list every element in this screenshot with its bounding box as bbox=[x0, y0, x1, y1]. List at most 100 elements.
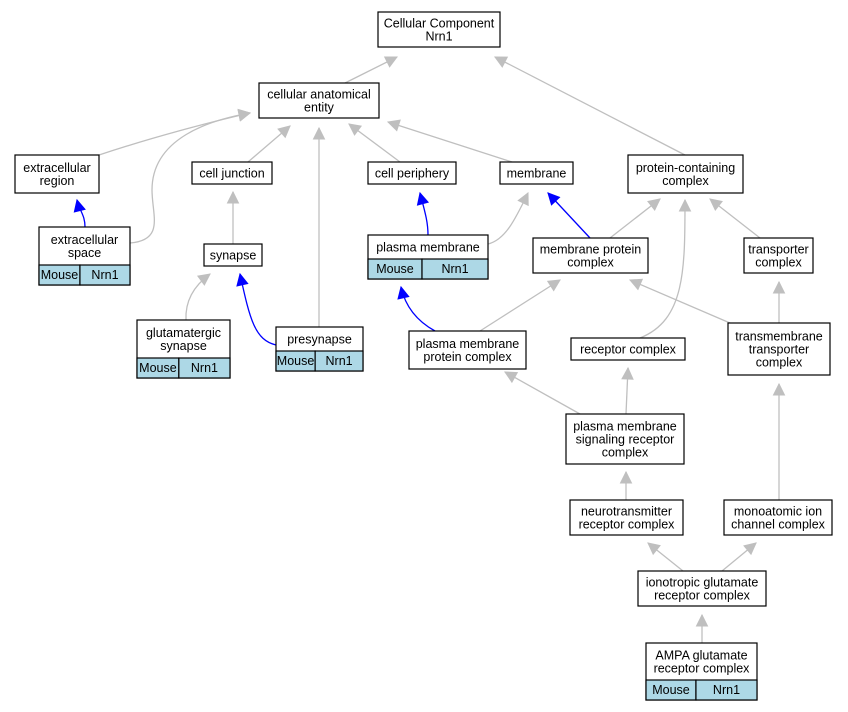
edge-line bbox=[129, 112, 251, 244]
node-cell-junction[interactable]: cell junction bbox=[191, 161, 273, 185]
edge-ntrc-to-pmsrc bbox=[619, 470, 633, 500]
arrowhead bbox=[383, 56, 399, 68]
edge-mic-to-tm-transporter bbox=[772, 382, 786, 500]
edge-line bbox=[387, 121, 513, 163]
node-label-line: cellular anatomical bbox=[267, 88, 371, 102]
edge-synapse-to-cell-junction bbox=[226, 190, 240, 244]
species-label: Mouse bbox=[139, 361, 177, 375]
gene-cell bbox=[178, 357, 231, 379]
edge-pcc-to-root bbox=[494, 56, 686, 156]
node-membrane[interactable]: membrane bbox=[499, 161, 574, 185]
arrowhead bbox=[517, 191, 529, 207]
species-label: Mouse bbox=[376, 262, 414, 276]
arrowhead bbox=[494, 56, 509, 68]
edges bbox=[73, 56, 786, 643]
edge-line bbox=[479, 279, 561, 332]
edge-line bbox=[504, 371, 581, 415]
node-label-line: transporter bbox=[749, 343, 809, 357]
edge-presynapse-to-synapse bbox=[236, 272, 277, 346]
edge-tm-transporter-to-mpc bbox=[628, 278, 731, 324]
node-box bbox=[532, 237, 649, 274]
node-label-line: entity bbox=[304, 101, 335, 115]
node-box bbox=[637, 570, 767, 607]
arrowhead bbox=[237, 108, 252, 122]
node-synapse[interactable]: synapse bbox=[203, 243, 263, 267]
species-label: Mouse bbox=[652, 683, 690, 697]
node-label-line: Cellular Component bbox=[384, 17, 495, 31]
arrowhead bbox=[772, 382, 786, 396]
node-label-line: receptor complex bbox=[654, 589, 751, 603]
edge-receptor-to-pcc bbox=[639, 198, 692, 339]
node-box bbox=[723, 499, 833, 536]
arrowhead bbox=[628, 278, 644, 291]
edge-igrc-to-mic bbox=[721, 542, 757, 572]
edge-transporter-to-pcc bbox=[709, 198, 761, 239]
node-label-line: transporter bbox=[748, 243, 808, 257]
arrowhead bbox=[743, 542, 757, 556]
node-label-line: space bbox=[68, 246, 101, 260]
node-label-line: glutamatergic bbox=[146, 326, 221, 340]
node-label-line: plasma membrane bbox=[416, 337, 520, 351]
arrowhead bbox=[772, 280, 786, 294]
node-label-line: cell periphery bbox=[375, 167, 450, 181]
arrowhead bbox=[546, 279, 561, 292]
arrowhead bbox=[678, 198, 692, 212]
node-label-line: receptor complex bbox=[654, 662, 751, 676]
arrowhead bbox=[621, 366, 634, 380]
node-label-line: transmembrane bbox=[735, 330, 823, 344]
node-cell-periphery[interactable]: cell periphery bbox=[367, 161, 457, 185]
edge-ext-space-to-ext-region bbox=[73, 198, 86, 228]
edge-ext-region-to-cae bbox=[98, 109, 252, 156]
edge-cae-to-root bbox=[344, 56, 399, 84]
arrowhead bbox=[226, 190, 240, 204]
species-label: Mouse bbox=[277, 354, 315, 368]
node-label-line: ionotropic glutamate bbox=[646, 576, 759, 590]
node-label-line: channel complex bbox=[731, 518, 826, 532]
node-label-line: receptor complex bbox=[580, 343, 677, 357]
node-label-line: neurotransmitter bbox=[581, 505, 672, 519]
arrowhead bbox=[695, 613, 709, 627]
arrowhead bbox=[397, 285, 410, 300]
node-label-line: plasma membrane bbox=[573, 420, 677, 434]
arrowhead bbox=[348, 123, 362, 136]
node-receptor[interactable]: receptor complex bbox=[570, 337, 686, 361]
gene-cell bbox=[695, 679, 758, 701]
arrowhead bbox=[196, 273, 211, 286]
edge-mpc-to-membrane bbox=[547, 192, 591, 239]
node-label-line: membrane protein bbox=[540, 243, 641, 257]
gene-cell bbox=[421, 258, 489, 280]
edge-presynapse-to-cae bbox=[312, 126, 326, 327]
node-label-line: synapse bbox=[160, 339, 207, 353]
gene-label: Nrn1 bbox=[91, 268, 118, 282]
node-label-line: Nrn1 bbox=[425, 30, 452, 44]
edge-igrc-to-ntrc bbox=[647, 542, 684, 572]
node-label-line: extracellular bbox=[23, 161, 90, 175]
edge-plasma-membrane-to-cell-periphery bbox=[416, 191, 430, 236]
arrowhead bbox=[386, 119, 401, 132]
node-label-line: complex bbox=[662, 174, 709, 188]
edge-line bbox=[639, 199, 686, 339]
arrowhead bbox=[416, 191, 430, 206]
edge-tm-transporter-to-transporter bbox=[772, 280, 786, 323]
edge-glut-synapse-to-synapse bbox=[185, 273, 211, 321]
node-label-line: protein complex bbox=[423, 350, 512, 364]
node-label-line: complex bbox=[567, 256, 614, 270]
